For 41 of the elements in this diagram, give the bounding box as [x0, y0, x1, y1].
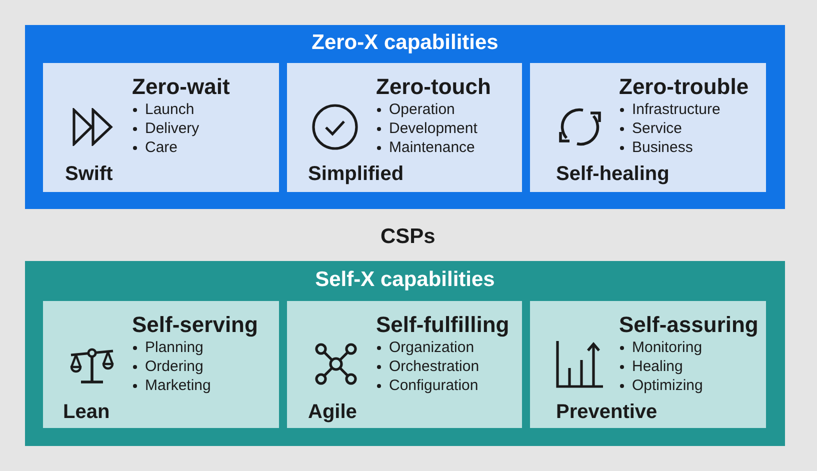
- capability-card: [43, 301, 279, 428]
- list-item: Optimizing: [632, 376, 703, 395]
- capability-card: [287, 301, 522, 428]
- list-item: Monitoring: [632, 338, 702, 357]
- list-item: Organization: [389, 338, 474, 357]
- capability-card: [530, 63, 766, 192]
- trait-label: Self-healing: [556, 162, 670, 186]
- list-item: Orchestration: [389, 357, 480, 376]
- panel-title: Self-X capabilities: [315, 267, 495, 293]
- list-item: Service: [632, 119, 682, 138]
- list-item: Business: [632, 138, 693, 157]
- list-item: Care: [145, 138, 178, 157]
- capability-panel: [25, 25, 785, 209]
- list-item: Planning: [145, 338, 204, 357]
- trait-label: Preventive: [556, 400, 658, 424]
- capability-panel: [25, 261, 785, 446]
- list-item: Launch: [145, 100, 194, 119]
- capability-card: [530, 301, 766, 428]
- list-item: Ordering: [145, 357, 204, 376]
- capability-card: [43, 63, 279, 192]
- list-item: Development: [389, 119, 478, 138]
- trait-label: Swift: [65, 162, 113, 186]
- card-heading: Self-serving: [132, 312, 258, 338]
- card-heading: Zero-wait: [132, 74, 230, 100]
- card-heading: Self-fulfilling: [376, 312, 510, 338]
- capability-card: [287, 63, 522, 192]
- trait-label: Simplified: [308, 162, 404, 186]
- list-item: Healing: [632, 357, 683, 376]
- card-heading: Self-assuring: [619, 312, 758, 338]
- list-item: Maintenance: [389, 138, 475, 157]
- list-item: Operation: [389, 100, 455, 119]
- card-heading: Zero-touch: [376, 74, 491, 100]
- section-label: CSPs: [380, 224, 436, 250]
- card-heading: Zero-trouble: [619, 74, 749, 100]
- trait-label: Agile: [308, 400, 357, 424]
- list-item: Configuration: [389, 376, 478, 395]
- list-item: Infrastructure: [632, 100, 720, 119]
- panel-title: Zero-X capabilities: [312, 30, 498, 56]
- list-item: Delivery: [145, 119, 200, 138]
- list-item: Marketing: [145, 376, 211, 395]
- trait-label: Lean: [63, 400, 110, 424]
